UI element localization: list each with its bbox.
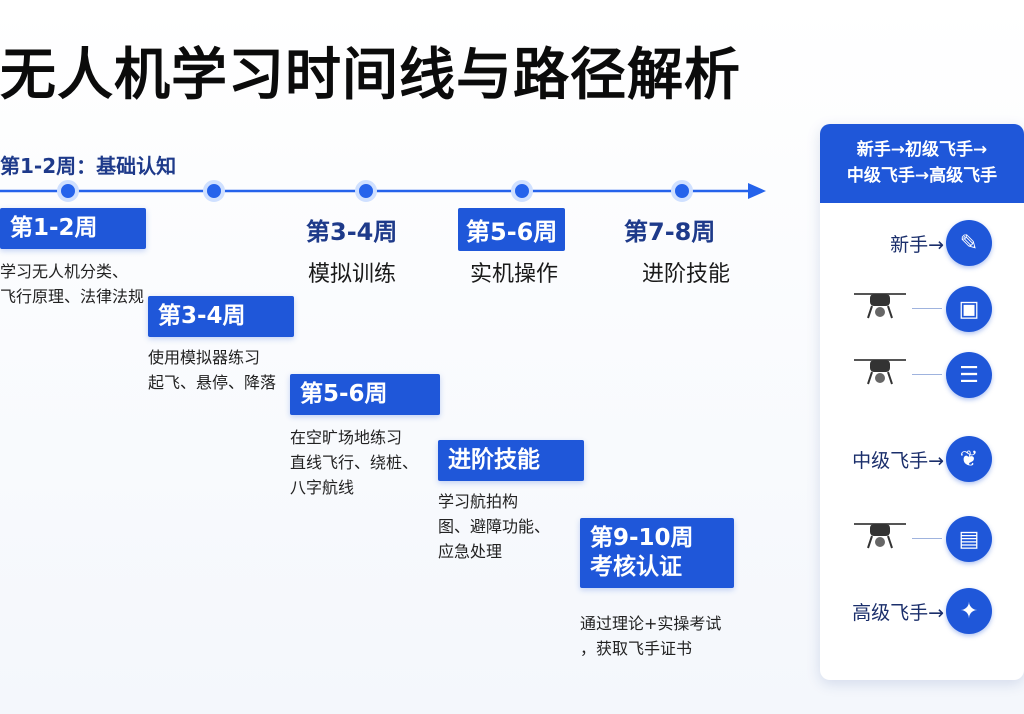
panel-row-label: 中级飞手→ — [852, 450, 944, 472]
step-5-title: 第9-10周考核认证 — [580, 518, 734, 588]
handshake-icon: ❦ — [946, 436, 992, 482]
certificate-icon: ▤ — [946, 516, 992, 562]
wrench-icon: ✎ — [946, 220, 992, 266]
phase-label: 第1-2周：基础认知 — [0, 154, 177, 178]
drone-icon — [854, 359, 906, 385]
timeline-arrow-icon — [748, 183, 766, 199]
step-3-desc: 在空旷场地练习直线飞行、绕桩、八字航线 — [290, 428, 419, 497]
stage-sub-7-8: 进阶技能 — [642, 262, 731, 287]
timeline-axis — [0, 180, 766, 202]
panel-row-3: ☰ — [820, 346, 1024, 402]
drone-icon — [854, 293, 906, 319]
drone-icon — [854, 523, 906, 549]
panel-row-novice: 新手→ ✎ — [820, 214, 1024, 270]
step-2-desc: 使用模拟器练习起飞、悬停、降落 — [148, 348, 277, 392]
timeline-dot — [203, 180, 225, 202]
panel-row-intermediate: 中级飞手→ ❦ — [820, 430, 1024, 486]
step-3-title: 第5-6周 — [290, 374, 440, 415]
stage-title-3-4: 第3-4周 — [306, 218, 398, 246]
step-4-title: 进阶技能 — [438, 440, 584, 481]
document-icon: ▣ — [946, 286, 992, 332]
panel-row-label: 高级飞手→ — [852, 602, 944, 624]
step-4-desc: 学习航拍构图、避障功能、应急处理 — [438, 492, 551, 561]
panel-row-label: 新手→ — [890, 234, 944, 256]
checklist-icon: ☰ — [946, 352, 992, 398]
step-2-title: 第3-4周 — [148, 296, 294, 337]
timeline-dot — [57, 180, 79, 202]
panel-header: 新手→初级飞手→ 中级飞手→高级飞手 — [820, 124, 1024, 203]
panel-row-2: ▣ — [820, 280, 1024, 336]
stage-title-5-6: 第5-6周 — [458, 208, 566, 251]
panel-row-advanced: 高级飞手→ ✦ — [820, 582, 1024, 638]
skill-path-panel: 新手→初级飞手→ 中级飞手→高级飞手 新手→ ✎ ▣ ☰ 中级飞手→ ❦ — [820, 124, 1024, 680]
stage-sub-3-4: 模拟训练 — [308, 262, 397, 287]
timeline-dot — [511, 180, 533, 202]
stage-title-7-8: 第7-8周 — [624, 218, 716, 246]
badge-icon: ✦ — [946, 588, 992, 634]
step-1-title: 第1-2周 — [0, 208, 146, 249]
timeline-dot — [671, 180, 693, 202]
step-1-desc: 学习无人机分类、飞行原理、法律法规 — [0, 262, 145, 306]
stage-sub-5-6: 实机操作 — [470, 262, 559, 287]
timeline-dot — [355, 180, 377, 202]
panel-row-5: ▤ — [820, 510, 1024, 566]
page-title: 无人机学习时间线与路径解析 — [0, 43, 741, 108]
step-5-desc: 通过理论+实操考试，获取飞手证书 — [580, 614, 722, 658]
